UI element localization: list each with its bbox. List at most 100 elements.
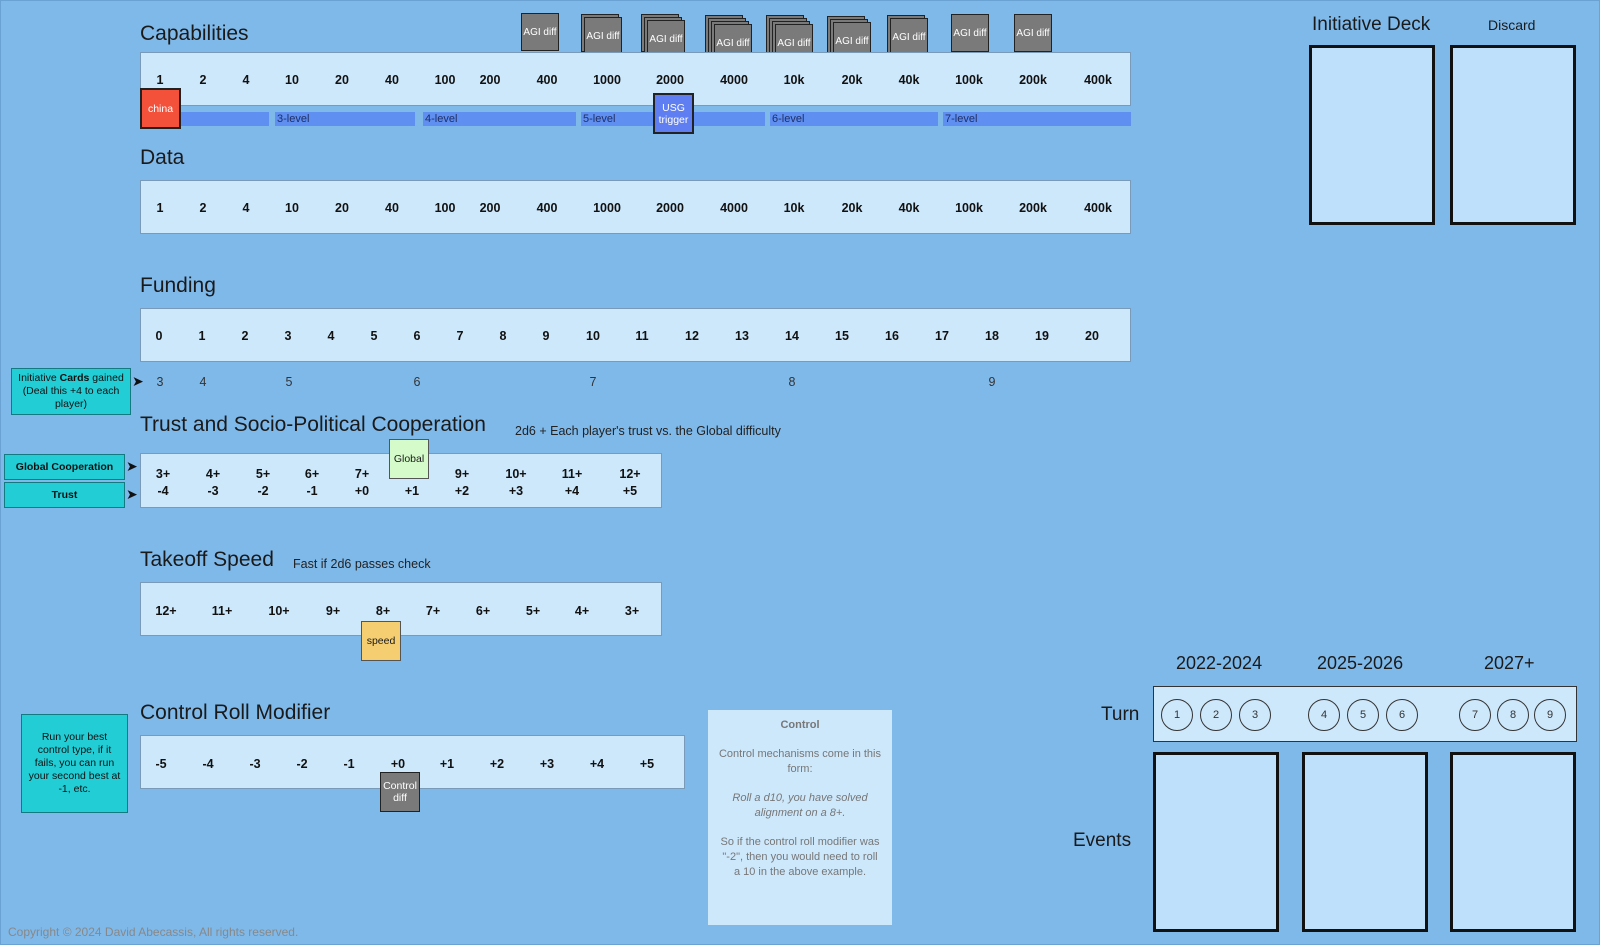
capability-tick: 2 [199,73,207,87]
agi-diff-card[interactable]: AGI diff [584,17,622,55]
takeoff-tick: 9+ [325,604,341,618]
funding-title: Funding [140,274,216,297]
capability-tick: 10k [783,73,805,87]
data-tick: 100 [434,201,456,215]
discard-label: Discard [1488,17,1536,33]
data-title: Data [140,146,185,169]
capability-level-label: 6-level [772,113,805,125]
funding-track [140,308,1131,362]
events-label: Events [1073,830,1132,851]
takeoff-subtitle: Fast if 2d6 passes check [293,557,431,571]
capability-level-label: 7-level [945,113,978,125]
trust-modifier: -4 [157,484,169,498]
agi-diff-card[interactable]: AGI diff [890,18,928,56]
turn-circle[interactable]: 8 [1497,699,1529,731]
takeoff-tick: 10+ [268,604,290,618]
funding-tick: 13 [735,329,749,343]
funding-tick: 5 [370,329,378,343]
takeoff-title: Takeoff Speed [140,548,274,571]
events-slot-1[interactable] [1153,752,1279,932]
control-title: Control Roll Modifier [140,701,331,724]
turn-circle[interactable]: 9 [1534,699,1566,731]
control-panel-p2: Roll a d10, you have solved alignment on… [732,792,868,819]
events-slot-2[interactable] [1302,752,1428,932]
data-tick: 4 [242,201,250,215]
funding-tick: 2 [241,329,249,343]
capability-level-bar [943,112,1131,126]
capability-tick: 20 [335,73,349,87]
cards-gained-value: 7 [589,375,597,389]
data-tick: 200 [479,201,501,215]
funding-tick: 19 [1035,329,1049,343]
takeoff-tick: 5+ [525,604,541,618]
turn-circle[interactable]: 1 [1161,699,1193,731]
turn-circle[interactable]: 7 [1459,699,1491,731]
agi-diff-card[interactable]: AGI diff [1014,14,1052,52]
capability-level-bar [423,112,576,126]
takeoff-tick: 3+ [624,604,640,618]
trust-threshold: 3+ [155,467,171,481]
arrow-icon: ➤ [132,373,144,389]
agi-diff-card[interactable]: AGI diff [951,14,989,52]
capability-level-bar [770,112,938,126]
usg-trigger-token[interactable]: USG trigger [653,93,694,134]
funding-tick: 11 [635,329,649,343]
funding-tick: 14 [785,329,799,343]
arrow-icon: ➤ [126,486,138,502]
capability-tick: 1000 [593,73,621,87]
turn-circle[interactable]: 2 [1200,699,1232,731]
turn-circle[interactable]: 4 [1308,699,1340,731]
agi-diff-card[interactable]: AGI diff [521,13,559,51]
capability-tick: 200 [479,73,501,87]
trust-subtitle: 2d6 + Each player's trust vs. the Global… [515,424,781,438]
trust-threshold: 6+ [304,467,320,481]
speed-token[interactable]: speed [361,621,401,661]
trust-modifier: +3 [508,484,524,498]
capabilities-track [140,52,1131,106]
capability-level-label: 3-level [277,113,310,125]
funding-tick: 7 [456,329,464,343]
arrow-icon: ➤ [126,458,138,474]
turn-circle[interactable]: 3 [1239,699,1271,731]
capability-tick: 40k [898,73,920,87]
initiative-deck-label: Initiative Deck [1312,14,1431,35]
capability-level-label: 4-level [425,113,458,125]
turn-circle[interactable]: 5 [1347,699,1379,731]
capability-tick: 2000 [656,73,684,87]
funding-tick: 15 [835,329,849,343]
capability-tick: 100k [955,73,983,87]
data-tick: 200k [1019,201,1047,215]
era-label: 2027+ [1484,653,1535,673]
control-side-note: Run your best control type, if it fails,… [21,714,128,813]
funding-tick: 18 [985,329,999,343]
funding-tick: 4 [327,329,335,343]
control-panel-p1: Control mechanisms come in this form: [718,748,881,775]
discard-slot[interactable] [1450,45,1576,225]
trust-modifier: +2 [454,484,470,498]
control-diff-token[interactable]: Control diff [380,772,420,812]
control-tick: +0 [390,757,406,771]
data-tick: 1 [156,201,164,215]
data-tick: 400k [1084,201,1112,215]
capability-level-bar [581,112,662,126]
turn-circle[interactable]: 6 [1386,699,1418,731]
control-tick: +2 [489,757,505,771]
global-token[interactable]: Global [389,439,429,479]
capability-tick: 4000 [720,73,748,87]
events-slot-3[interactable] [1450,752,1576,932]
data-track [140,180,1131,234]
capability-tick: 100 [434,73,456,87]
data-tick: 400 [536,201,558,215]
initiative-deck-slot[interactable] [1309,45,1435,225]
funding-tick: 9 [542,329,550,343]
takeoff-tick: 4+ [574,604,590,618]
capability-tick: 1 [156,73,164,87]
control-tick: -3 [249,757,261,771]
china-token[interactable]: china [140,88,181,129]
trust-modifier: -3 [207,484,219,498]
trust-threshold: 4+ [205,467,221,481]
funding-tick: 12 [685,329,699,343]
data-tick: 10k [783,201,805,215]
capability-level-bar [275,112,415,126]
